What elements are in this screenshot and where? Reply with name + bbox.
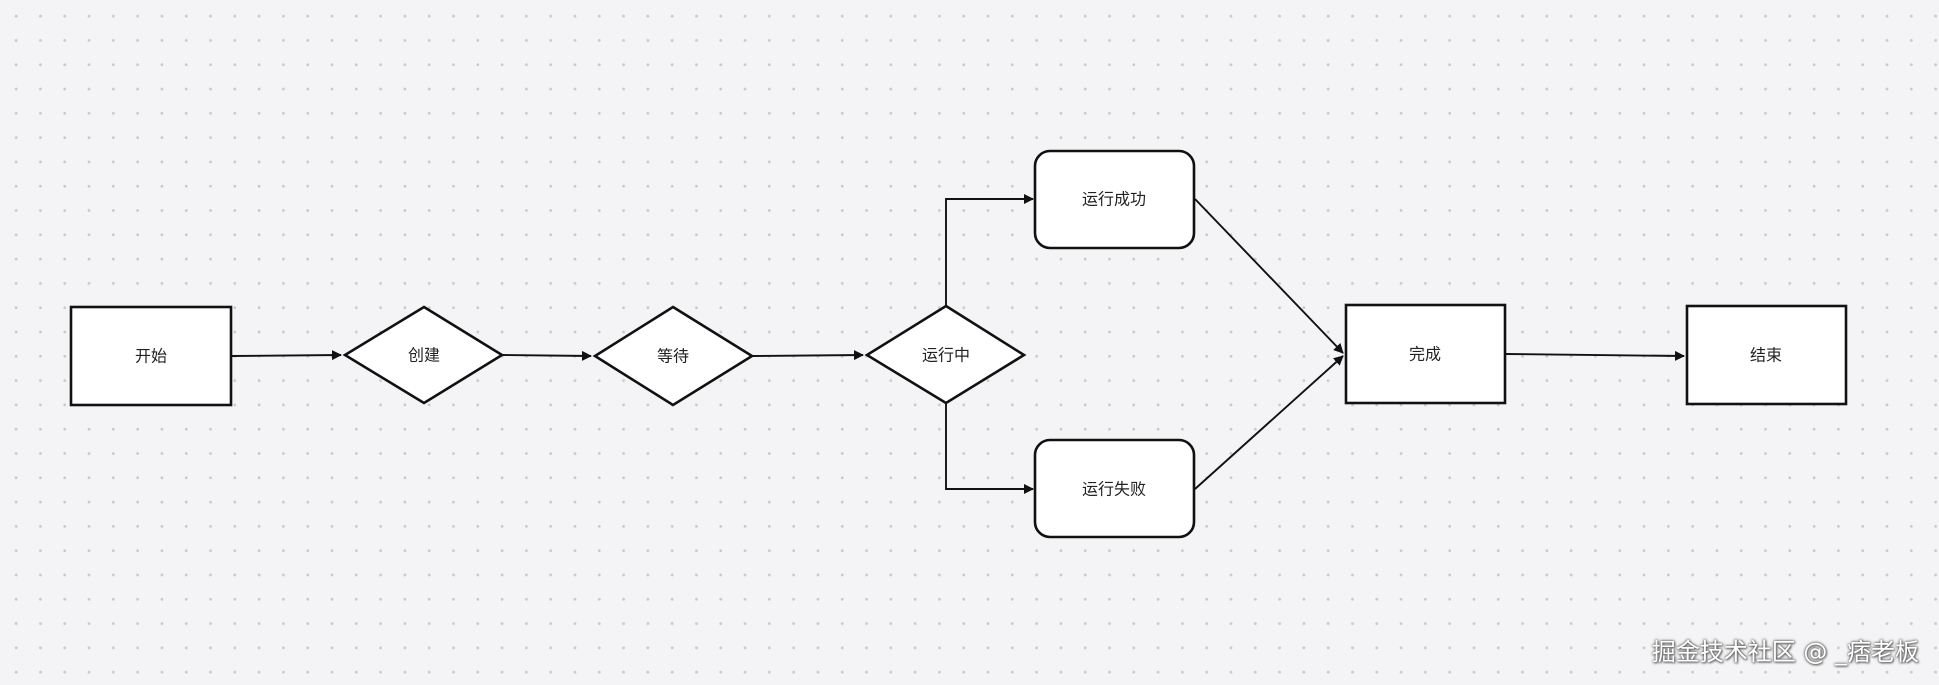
edge-create-to-wait (501, 350, 592, 361)
node-wait-label: 等待 (657, 347, 689, 366)
node-failure-label: 运行失败 (1082, 480, 1146, 499)
node-running-diamond (864, 304, 1027, 405)
node-end[interactable]: 结束 (1685, 304, 1848, 406)
edge-success-to-complete (1194, 198, 1344, 354)
node-success-box (1033, 149, 1196, 250)
edges (231, 194, 1685, 494)
node-failure-box (1033, 438, 1196, 539)
edge-wait-to-running (751, 350, 864, 361)
node-running[interactable]: 运行中 (864, 304, 1027, 405)
edge-start-to-create (231, 350, 342, 361)
edge-failure-to-complete (1194, 355, 1344, 490)
node-success-label: 运行成功 (1082, 190, 1146, 209)
node-start-label: 开始 (135, 347, 167, 366)
node-complete-box (1344, 303, 1507, 405)
node-create-diamond (342, 305, 505, 405)
node-complete[interactable]: 完成 (1344, 303, 1507, 405)
node-end-box (1685, 304, 1848, 406)
node-wait-diamond (592, 305, 755, 407)
watermark: 掘金技术社区 @ _痞老板 (1651, 638, 1919, 666)
edge-running-to-failure (945, 403, 1034, 494)
node-success[interactable]: 运行成功 (1033, 149, 1196, 250)
node-start-box (69, 305, 233, 407)
node-start[interactable]: 开始 (69, 305, 233, 407)
node-create[interactable]: 创建 (342, 305, 505, 405)
node-end-label: 结束 (1750, 346, 1782, 365)
edge-complete-to-end (1505, 350, 1685, 361)
node-create-label: 创建 (408, 346, 440, 365)
node-complete-label: 完成 (1409, 345, 1441, 364)
node-running-label: 运行中 (922, 346, 970, 365)
edge-running-to-success (945, 194, 1034, 306)
node-wait[interactable]: 等待 (592, 305, 755, 407)
node-failure[interactable]: 运行失败 (1033, 438, 1196, 539)
